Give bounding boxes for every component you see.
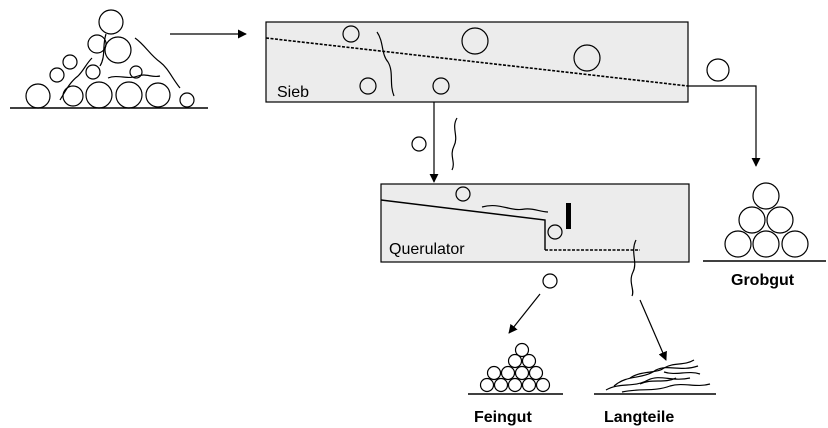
fine-output-path (508, 273, 558, 334)
sieve-box: Sieb (265, 21, 689, 103)
coarse-label: Grobgut (731, 272, 795, 289)
querulator-box: Querulator (380, 183, 690, 263)
fine-pile (468, 342, 563, 395)
querulator-chute (380, 199, 546, 250)
querulator-label: Querulator (389, 241, 465, 258)
long-parts-pile (594, 359, 716, 395)
querulator-baffle (566, 203, 571, 229)
input-material-pile (10, 9, 208, 109)
sieve-label: Sieb (277, 84, 309, 101)
sieve-screen-line (265, 37, 689, 87)
long-parts-output-path (630, 239, 667, 361)
fine-label: Feingut (474, 409, 532, 426)
long-parts-label: Langteile (604, 409, 674, 426)
sieve-underflow-path (411, 102, 458, 183)
coarse-output-path (688, 58, 761, 167)
coarse-pile (703, 182, 826, 262)
